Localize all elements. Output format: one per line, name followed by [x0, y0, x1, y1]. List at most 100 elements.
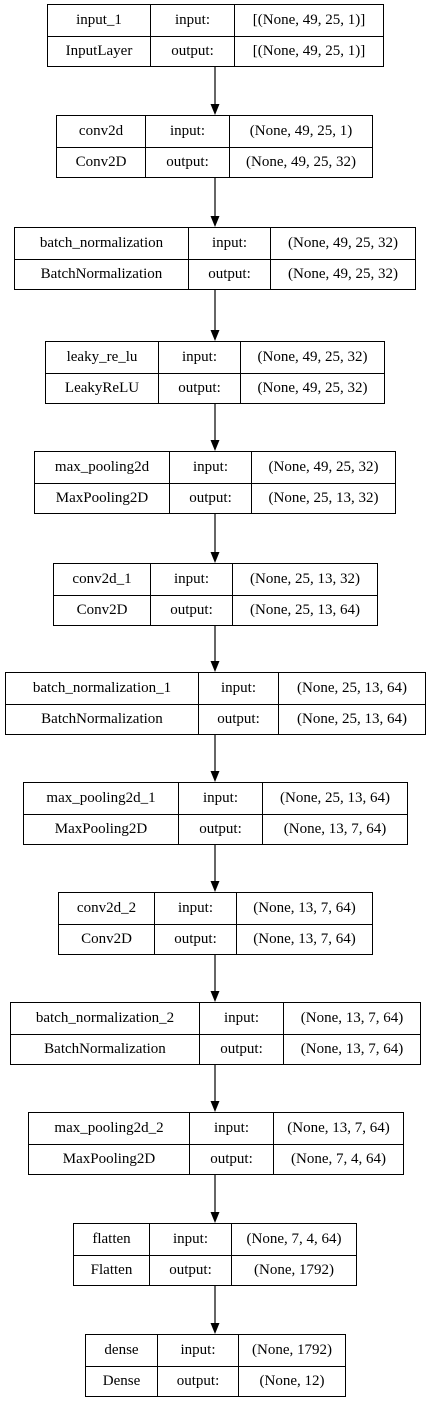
edge-arrowhead [210, 330, 220, 341]
layer-node-max-pooling2d-2: max_pooling2d_2 input:(None, 13, 7, 64) Ma… [28, 1112, 404, 1175]
layer-node-leaky-re-lu: leaky_re_lu input:(None, 49, 25, 32) Leaky… [45, 341, 385, 404]
layer-type: Conv2D [54, 594, 150, 626]
layer-node-max-pooling2d-1: max_pooling2d_1 input:(None, 25, 13, 64) M… [23, 782, 408, 845]
input-label: input: [154, 893, 236, 924]
layer-node-batch-normalization: batch_normalization input:(None, 49, 25, … [14, 227, 416, 290]
output-label: output: [154, 923, 236, 954]
layer-type: BatchNormalization [6, 703, 198, 735]
output-shape: (None, 25, 13, 64) [278, 703, 425, 734]
output-shape: (None, 25, 13, 64) [232, 594, 377, 625]
edge-arrowhead [210, 1212, 220, 1223]
input-shape: (None, 13, 7, 64) [273, 1113, 403, 1144]
input-label: input: [178, 783, 262, 814]
layer-name: max_pooling2d_1 [46, 789, 156, 806]
layer-name: dense [104, 1341, 139, 1358]
output-shape: (None, 13, 7, 64) [283, 1033, 420, 1064]
input-shape: (None, 49, 25, 32) [270, 228, 415, 259]
input-shape: (None, 13, 7, 64) [283, 1003, 420, 1034]
output-shape: [(None, 49, 25, 1)] [234, 35, 383, 66]
input-shape: (None, 49, 25, 32) [240, 342, 384, 373]
output-shape: (None, 25, 13, 32) [251, 482, 395, 513]
output-label: output: [157, 1365, 238, 1396]
layer-name: input_1 [76, 11, 122, 28]
input-label: input: [158, 342, 240, 373]
input-label: input: [150, 564, 232, 595]
input-shape: (None, 13, 7, 64) [236, 893, 372, 924]
edge-arrowhead [210, 991, 220, 1002]
layer-type: BatchNormalization [11, 1033, 199, 1065]
output-shape: (None, 49, 25, 32) [229, 146, 372, 177]
output-label: output: [198, 703, 278, 734]
edge-arrowhead [210, 881, 220, 892]
input-label: input: [157, 1335, 238, 1366]
output-shape: (None, 7, 4, 64) [273, 1143, 403, 1174]
layer-name: batch_normalization [39, 234, 164, 251]
input-shape: [(None, 49, 25, 1)] [234, 5, 383, 36]
layer-type: LeakyReLU [46, 372, 158, 404]
layer-type: Flatten [74, 1254, 149, 1286]
layer-name: flatten [92, 1230, 131, 1247]
input-label: input: [169, 452, 251, 483]
output-label: output: [150, 35, 234, 66]
input-shape: (None, 49, 25, 32) [251, 452, 395, 483]
layer-name: leaky_re_lu [66, 348, 138, 365]
input-label: input: [199, 1003, 283, 1034]
layer-node-batch-normalization-2: batch_normalization_2 input:(None, 13, 7,… [10, 1002, 421, 1065]
input-label: input: [198, 673, 278, 704]
input-label: input: [189, 1113, 273, 1144]
edge-arrowhead [210, 216, 220, 227]
input-shape: (None, 25, 13, 64) [262, 783, 407, 814]
input-shape: (None, 49, 25, 1) [229, 116, 372, 147]
edge-arrowhead [210, 1323, 220, 1334]
output-shape: (None, 49, 25, 32) [270, 258, 415, 289]
output-label: output: [158, 372, 240, 403]
edge-arrowhead [210, 440, 220, 451]
output-label: output: [145, 146, 229, 177]
input-shape: (None, 7, 4, 64) [231, 1224, 356, 1255]
input-label: input: [150, 5, 234, 36]
edge-arrowhead [210, 1101, 220, 1112]
layer-name: max_pooling2d [54, 458, 150, 475]
layer-name: batch_normalization_2 [35, 1009, 175, 1026]
input-label: input: [188, 228, 270, 259]
layer-type: MaxPooling2D [24, 813, 178, 845]
input-shape: (None, 25, 13, 32) [232, 564, 377, 595]
output-label: output: [149, 1254, 231, 1285]
layer-type: Dense [86, 1365, 157, 1397]
input-label: input: [145, 116, 229, 147]
output-label: output: [169, 482, 251, 513]
output-shape: (None, 1792) [231, 1254, 356, 1285]
layer-type: InputLayer [48, 35, 150, 67]
output-shape: (None, 13, 7, 64) [236, 923, 372, 954]
output-shape: (None, 12) [238, 1365, 345, 1396]
layer-type: MaxPooling2D [29, 1143, 189, 1175]
layer-name: conv2d_2 [76, 899, 137, 916]
layer-node-input-1: input_1 input:[(None, 49, 25, 1)] InputLay… [47, 4, 384, 67]
edge-arrowhead [210, 552, 220, 563]
layer-type: Conv2D [57, 146, 145, 178]
layer-name: conv2d [78, 122, 124, 139]
output-label: output: [188, 258, 270, 289]
output-label: output: [150, 594, 232, 625]
output-shape: (None, 49, 25, 32) [240, 372, 384, 403]
output-label: output: [189, 1143, 273, 1174]
edge-arrowhead [210, 661, 220, 672]
output-shape: (None, 13, 7, 64) [262, 813, 407, 844]
layer-name: conv2d_1 [72, 570, 132, 587]
layer-name: batch_normalization_1 [32, 679, 172, 696]
input-shape: (None, 1792) [238, 1335, 345, 1366]
output-label: output: [199, 1033, 283, 1064]
layer-name: max_pooling2d_2 [54, 1119, 164, 1136]
output-label: output: [178, 813, 262, 844]
input-label: input: [149, 1224, 231, 1255]
layer-type: Conv2D [59, 923, 154, 955]
edge-arrowhead [210, 104, 220, 115]
layer-node-batch-normalization-1: batch_normalization_1 input:(None, 25, 13… [5, 672, 426, 735]
input-shape: (None, 25, 13, 64) [278, 673, 425, 704]
